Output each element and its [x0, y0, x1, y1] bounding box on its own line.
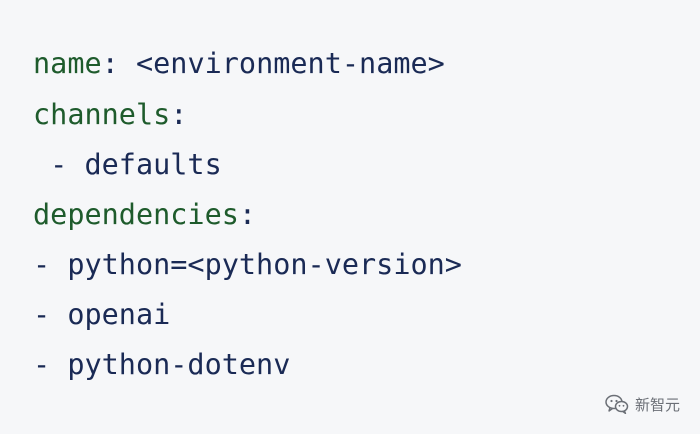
wechat-icon	[605, 394, 629, 414]
yaml-key: dependencies	[33, 198, 239, 231]
yaml-value: <environment-name>	[118, 47, 445, 80]
code-line-dependencies: dependencies:	[33, 195, 256, 235]
code-line-python-dotenv: - python-dotenv	[33, 345, 290, 385]
watermark: 新智元	[605, 392, 680, 416]
code-line-openai: - openai	[33, 295, 170, 335]
yaml-colon: :	[101, 47, 119, 80]
code-line-channels: channels:	[33, 95, 187, 135]
yaml-key: channels	[33, 98, 171, 131]
watermark-text: 新智元	[634, 395, 680, 414]
code-line-name: name: <environment-name>	[33, 44, 445, 84]
yaml-key: name	[33, 47, 102, 80]
yaml-list-item: - defaults	[33, 148, 222, 181]
code-line-defaults: - defaults	[33, 145, 222, 185]
yaml-colon: :	[238, 198, 257, 231]
yaml-list-item: - python-dotenv	[33, 348, 291, 381]
code-line-python: - python=<python-version>	[33, 245, 462, 285]
yaml-list-item: - python=<python-version>	[33, 248, 462, 281]
yaml-list-item: - openai	[33, 298, 171, 331]
yaml-colon: :	[170, 98, 188, 131]
